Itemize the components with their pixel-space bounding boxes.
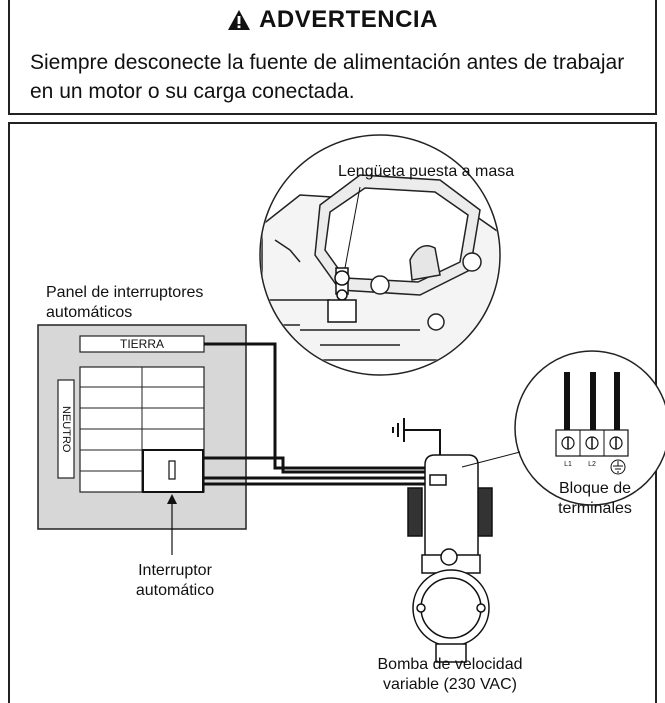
neutral-bar — [57, 379, 75, 479]
ground-lug — [327, 267, 357, 323]
pump-label: Bomba de velocidad variable (230 VAC) — [377, 656, 523, 693]
terminal-block-label: Bloque de terminales — [558, 480, 632, 517]
ground-bar-label: TIERRA — [119, 337, 164, 351]
warning-triangle-icon — [228, 10, 251, 30]
ground-lug-label: Lengüeta puesta a masa — [338, 163, 515, 180]
warning-title-text: ADVERTENCIA — [259, 6, 438, 33]
pump — [407, 454, 493, 663]
ground-lug-magnifier — [259, 134, 501, 376]
earth-ground-icon — [610, 459, 626, 475]
breaker-label: Interruptor automático — [135, 562, 215, 599]
wires — [203, 342, 441, 486]
terminal-mark-l2: L2 — [588, 461, 596, 468]
neutral-bar-label: NEUTRO — [60, 406, 72, 453]
panel-label: Panel de interruptores automáticos — [46, 284, 204, 321]
breaker-arrow — [167, 494, 177, 555]
warning-title: ADVERTENCIA — [10, 6, 655, 34]
breaker-switch — [168, 460, 176, 480]
warning-box: ADVERTENCIA Siempre desconecte la fuente… — [8, 0, 657, 115]
terminal-mark-l1: L1 — [564, 461, 572, 468]
breaker-panel — [37, 324, 247, 530]
ground-symbol — [392, 418, 405, 442]
terminal-block-magnifier — [461, 350, 665, 506]
warning-text: Siempre desconecte la fuente de alimenta… — [30, 51, 625, 103]
